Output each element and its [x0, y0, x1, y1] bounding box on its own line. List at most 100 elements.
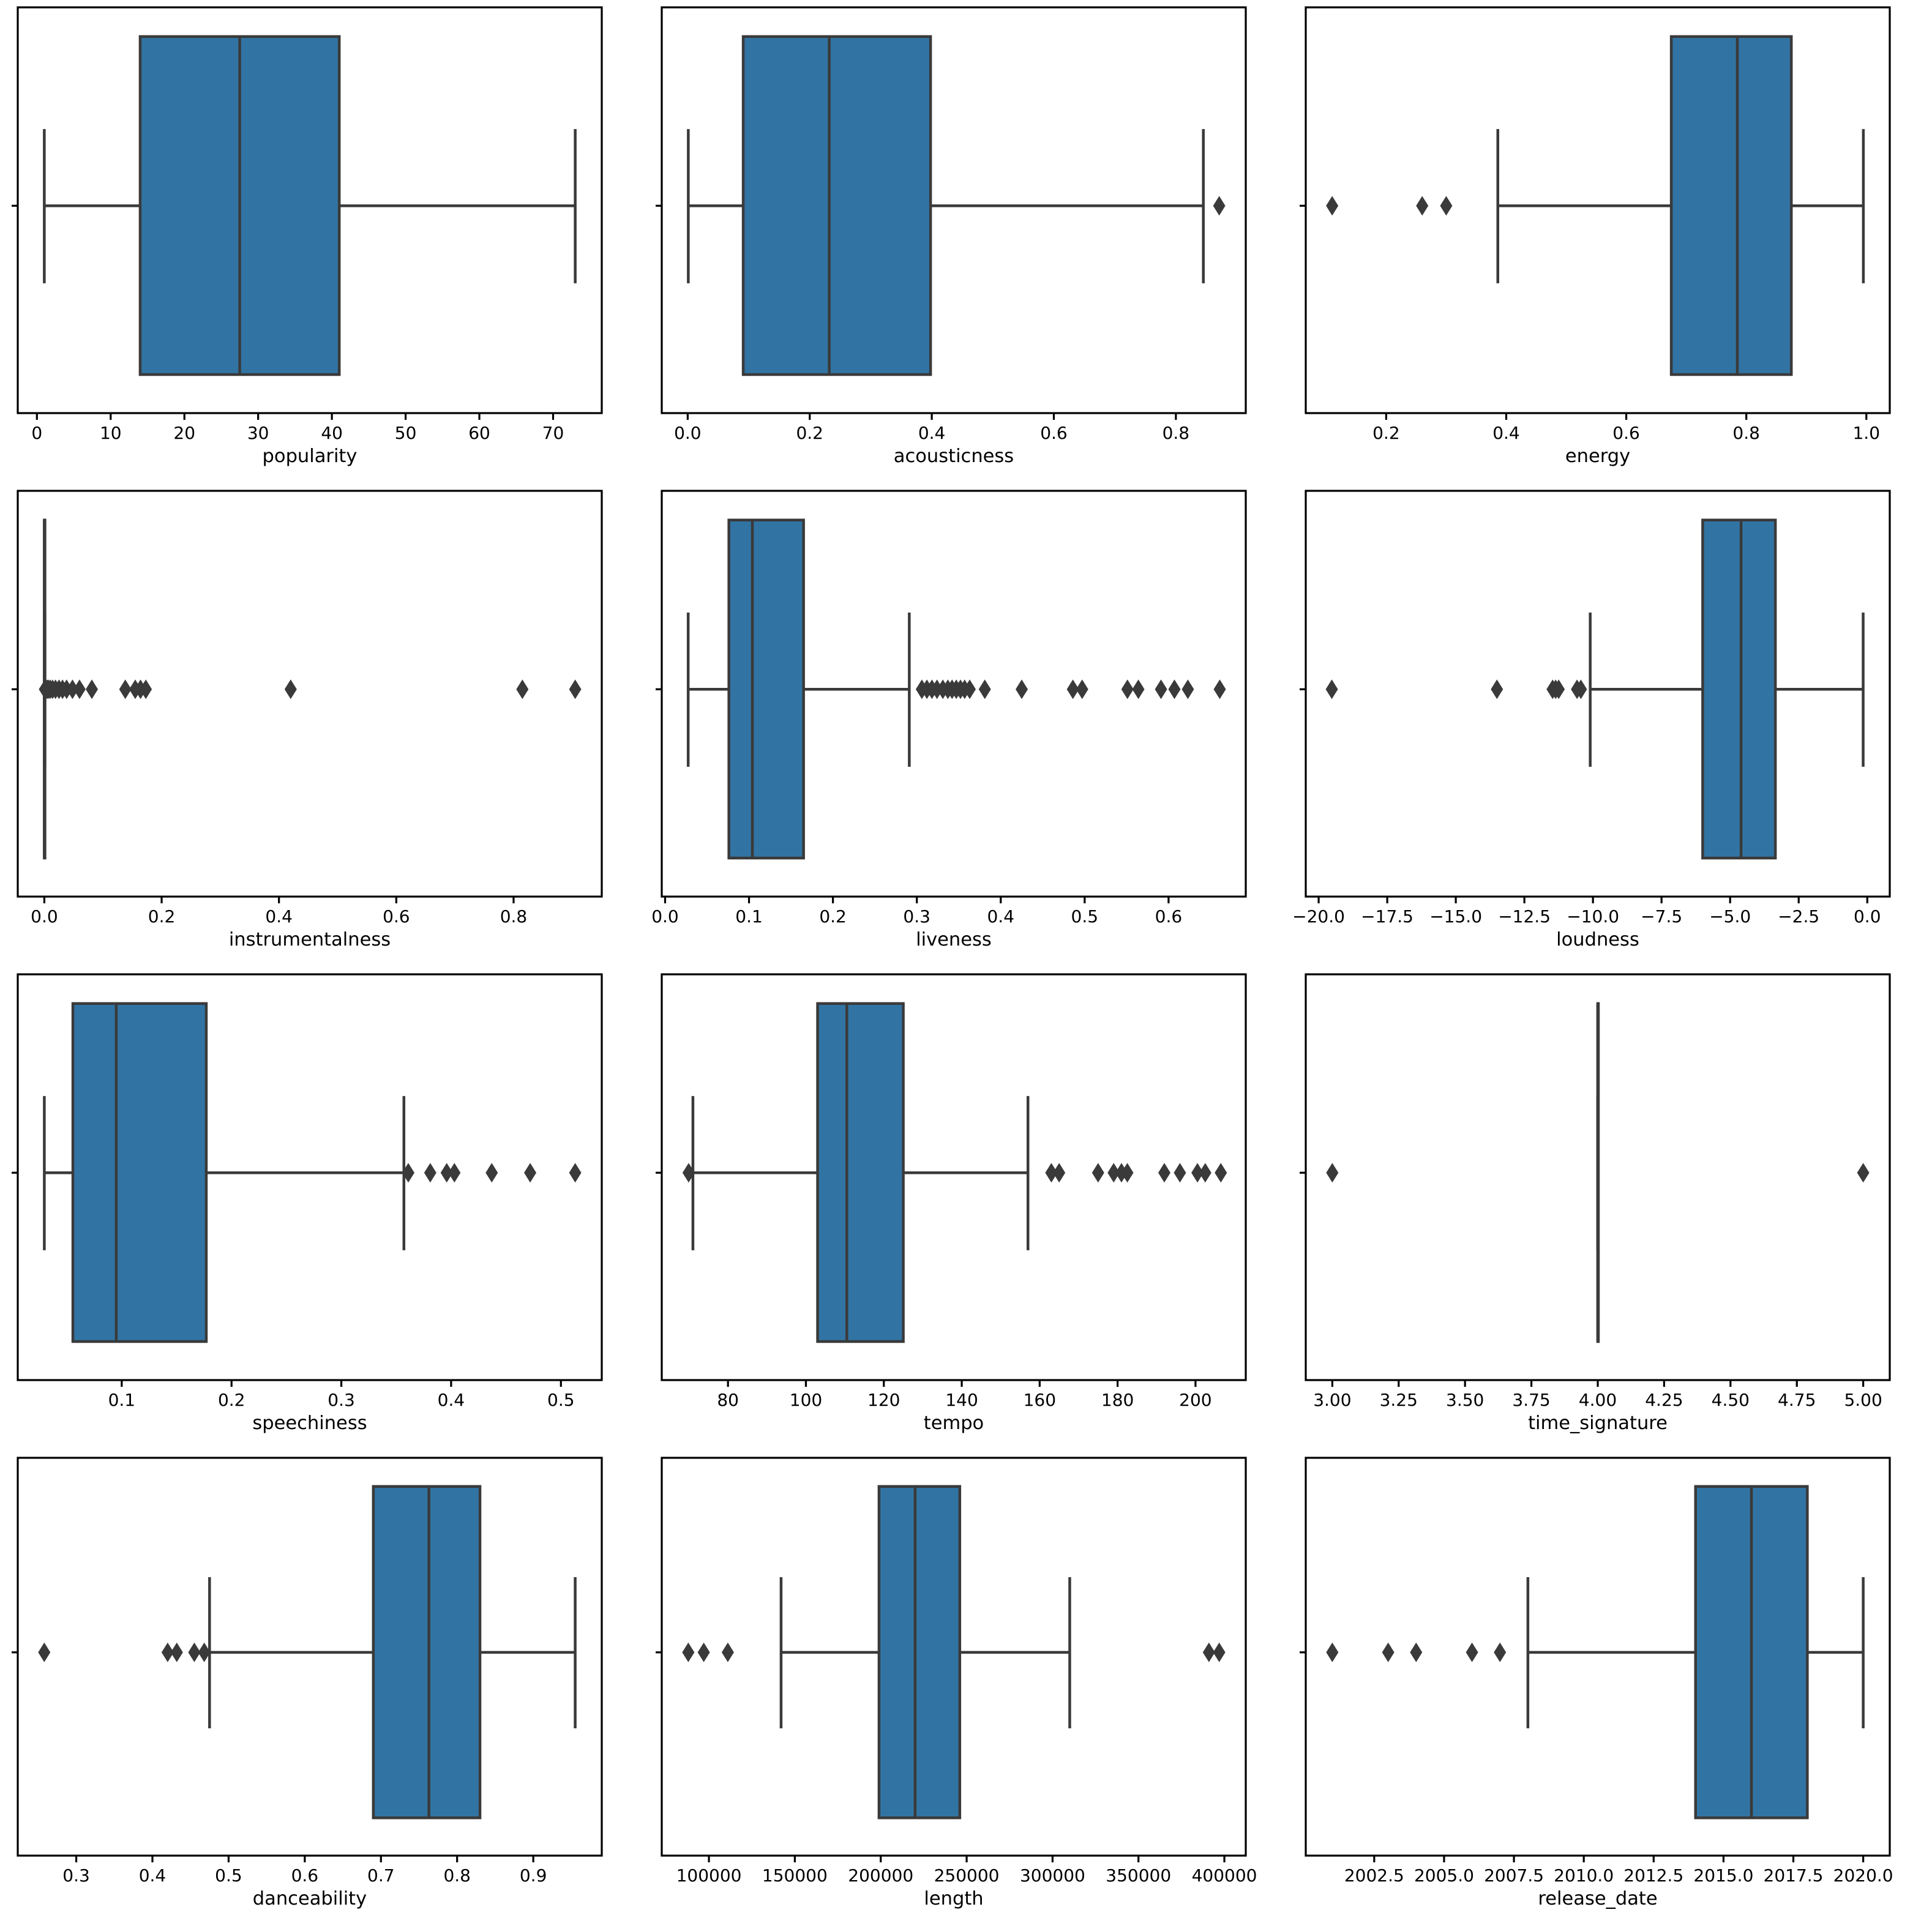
outlier-diamond [170, 1642, 183, 1662]
outlier-diamond [524, 1163, 537, 1183]
x-axis-label: speechiness [252, 1413, 367, 1434]
iqr-box [71, 1002, 208, 1343]
x-axis-label: liveness [916, 929, 992, 950]
x-axis-label: loudness [1556, 929, 1639, 950]
x-axis-label: time_signature [1528, 1413, 1668, 1434]
outlier-diamond [1132, 679, 1145, 700]
x-tick-label: 0.7 [367, 1865, 395, 1886]
x-tick-label: 2020.0 [1833, 1865, 1893, 1886]
outlier-diamond [161, 1642, 174, 1662]
axes-spines [17, 1457, 603, 1857]
outlier-diamond [1440, 196, 1453, 216]
iqr-box [816, 1002, 905, 1343]
outlier-diamond [1382, 1642, 1395, 1662]
x-axis-label: acousticness [894, 446, 1014, 467]
outlier-diamond [140, 679, 152, 700]
x-tick-label: 0.5 [215, 1865, 242, 1886]
outlier-diamond [1326, 1163, 1339, 1183]
x-tick-label: 3.50 [1446, 1390, 1484, 1410]
x-tick-label: 0.4 [265, 906, 293, 927]
x-tick-label: 3.25 [1380, 1390, 1418, 1410]
outlier-diamond [73, 679, 86, 700]
x-tick-label: 70 [542, 423, 564, 443]
x-tick-label: 0.6 [383, 906, 410, 927]
outlier-diamond [1076, 679, 1088, 700]
axes-spines [661, 6, 1247, 414]
x-tick-label: 250000 [934, 1865, 1000, 1886]
outlier-diamond [86, 679, 99, 700]
outlier-diamond [1158, 1163, 1170, 1183]
x-tick-label: 0.4 [1492, 423, 1520, 443]
x-tick-label: 0.0 [651, 906, 679, 927]
x-tick-label: 1.0 [1852, 423, 1880, 443]
outlier-diamond [1053, 1163, 1066, 1183]
x-tick-label: 40 [321, 423, 343, 443]
x-tick-label: 200000 [848, 1865, 913, 1886]
x-tick-label: 350000 [1106, 1865, 1171, 1886]
x-tick-label: −10.0 [1567, 906, 1619, 927]
outlier-diamond [284, 679, 297, 700]
x-tick-label: 100000 [676, 1865, 742, 1886]
x-tick-label: 100 [790, 1390, 822, 1410]
outlier-diamond [119, 679, 132, 700]
x-tick-label: 0.6 [1155, 906, 1183, 927]
x-tick-label: 0.3 [328, 1390, 355, 1410]
x-tick-label: 2007.5 [1484, 1865, 1544, 1886]
x-tick-label: 0 [31, 423, 42, 443]
outlier-diamond [1107, 1163, 1120, 1183]
x-tick-label: 0.2 [1372, 423, 1400, 443]
outlier-diamond [1191, 1163, 1204, 1183]
x-tick-label: 2002.5 [1344, 1865, 1404, 1886]
iqr-box [1701, 518, 1777, 860]
x-axis-label: danceability [253, 1888, 367, 1909]
outlier-diamond [1574, 679, 1587, 700]
x-tick-label: 2015.0 [1693, 1865, 1753, 1886]
x-axis-label: length [924, 1888, 983, 1909]
x-tick-label: 300000 [1020, 1865, 1085, 1886]
outlier-diamond [1066, 679, 1079, 700]
x-tick-label: 0.5 [1071, 906, 1099, 927]
x-tick-label: 4.50 [1712, 1390, 1750, 1410]
axes-spines [661, 490, 1247, 898]
axes-spines [17, 6, 603, 414]
x-tick-label: 0.4 [438, 1390, 465, 1410]
outlier-diamond [1091, 1163, 1104, 1183]
x-tick-label: 400000 [1192, 1865, 1257, 1886]
outlier-diamond [1155, 679, 1167, 700]
x-axis-label: release_date [1538, 1888, 1657, 1909]
iqr-box [877, 1485, 962, 1820]
x-tick-label: −5.0 [1709, 906, 1751, 927]
outlier-diamond [697, 1642, 710, 1662]
x-tick-label: 20 [173, 423, 195, 443]
x-tick-label: 0.9 [520, 1865, 547, 1886]
outlier-diamond [402, 1163, 414, 1183]
outlier-diamond [1213, 679, 1226, 700]
outlier-diamond [424, 1163, 436, 1183]
outlier-diamond [1857, 1163, 1870, 1183]
x-tick-label: 0.5 [547, 1390, 575, 1410]
x-tick-label: 120 [867, 1390, 900, 1410]
x-tick-label: 4.25 [1645, 1390, 1683, 1410]
outlier-diamond [682, 1163, 695, 1183]
x-tick-label: 0.0 [1854, 906, 1881, 927]
x-tick-label: −7.5 [1641, 906, 1682, 927]
x-tick-label: 0.0 [31, 906, 58, 927]
outlier-diamond [569, 1163, 582, 1183]
outlier-diamond [1410, 1642, 1423, 1662]
outlier-diamond [66, 679, 79, 700]
x-tick-label: 50 [395, 423, 417, 443]
axes-spines [17, 490, 603, 898]
iqr-box [741, 35, 932, 376]
outlier-diamond [1174, 1163, 1186, 1183]
x-tick-label: 80 [717, 1390, 739, 1410]
x-tick-label: −12.5 [1498, 906, 1551, 927]
outlier-diamond [198, 1642, 211, 1662]
